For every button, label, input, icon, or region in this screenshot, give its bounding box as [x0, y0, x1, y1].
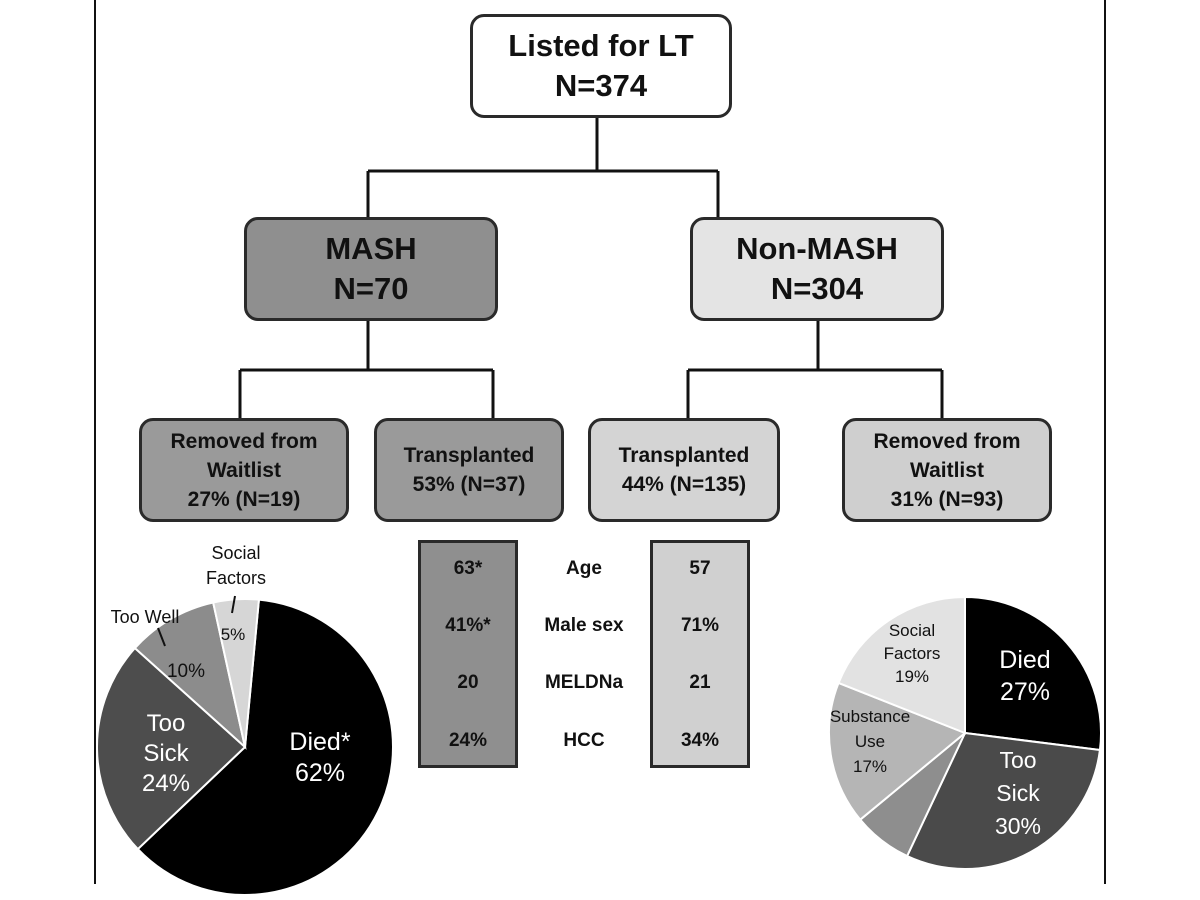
nonmash-meldna-value: 21: [689, 672, 711, 693]
mash-pie-slice-label-0: Died*62%: [289, 728, 350, 787]
mash-title: MASH: [325, 231, 417, 266]
mash-stats-box: [418, 540, 518, 768]
mash-removed-line3: 27% (N=19): [187, 487, 301, 511]
listed-title: Listed for LT: [508, 28, 694, 63]
mash-pie-slice-1: [96, 646, 247, 851]
nonmash-removed-node: Removed from Waitlist 31% (N=93): [842, 418, 1052, 522]
mash-age-value: 63*: [453, 558, 483, 579]
mash-pie-slice-label-3: 5%: [221, 625, 246, 644]
nonmash-hcc-value: 34%: [680, 730, 720, 751]
listed-for-lt-node: Listed for LT N=374: [470, 14, 732, 118]
hcc-label: HCC: [563, 730, 605, 751]
nonmash-pie-slice-0: [964, 595, 1102, 752]
mash-transplanted-node: Transplanted 53% (N=37): [374, 418, 564, 522]
mash-transplanted-line2: 53% (N=37): [412, 473, 526, 496]
nonmash-male-sex-value: 71%: [680, 615, 720, 636]
mash-transplanted-line1: Transplanted: [403, 444, 535, 467]
male-sex-label: Male sex: [544, 615, 624, 636]
too-well-callout-label: Too Well: [111, 607, 180, 627]
nonmash-transplanted-node: Transplanted 44% (N=135): [588, 418, 780, 522]
nonmash-removed-line2: Waitlist: [910, 458, 984, 482]
nonmash-count: N=304: [770, 271, 864, 306]
nonmash-removed-line3: 31% (N=93): [890, 487, 1004, 511]
nonmash-age-value: 57: [689, 558, 711, 579]
mash-hcc-value: 24%: [448, 730, 488, 751]
nonmash-pie-slice-4: [837, 595, 966, 735]
nonmash-transplanted-line2: 44% (N=135): [621, 473, 747, 496]
meldna-label: MELDNa: [544, 672, 624, 693]
too-well-callout-line: [157, 627, 166, 647]
nonmash-title: Non-MASH: [736, 231, 898, 266]
age-label: Age: [566, 558, 602, 579]
right-frame-line: [1104, 0, 1106, 884]
mash-male-sex-value: 41%*: [445, 615, 491, 636]
nonmash-transplanted-line1: Transplanted: [618, 444, 750, 467]
nonmash-removed-line1: Removed from: [873, 429, 1021, 453]
listed-count: N=374: [554, 68, 648, 103]
mash-removed-node: Removed from Waitlist 27% (N=19): [139, 418, 349, 522]
mash-count: N=70: [333, 271, 409, 306]
mash-pie-slice-3: [211, 598, 261, 748]
mash-removed-line2: Waitlist: [207, 458, 281, 482]
mash-pie-slice-0: [136, 598, 394, 896]
mash-meldna-value: 20: [457, 672, 479, 693]
social-factors-callout-line: [231, 595, 236, 614]
left-frame-line: [94, 0, 96, 884]
nonmash-pie-slice-1: [905, 731, 1102, 870]
mash-node: MASH N=70: [244, 217, 498, 321]
mash-pie-slice-label-2: 10%: [167, 661, 205, 682]
nonmash-node: Non-MASH N=304: [690, 217, 944, 321]
nonmash-pie-slice-3: [828, 681, 967, 822]
nonmash-stats-box: [650, 540, 750, 768]
mash-removed-line1: Removed from: [170, 429, 318, 453]
